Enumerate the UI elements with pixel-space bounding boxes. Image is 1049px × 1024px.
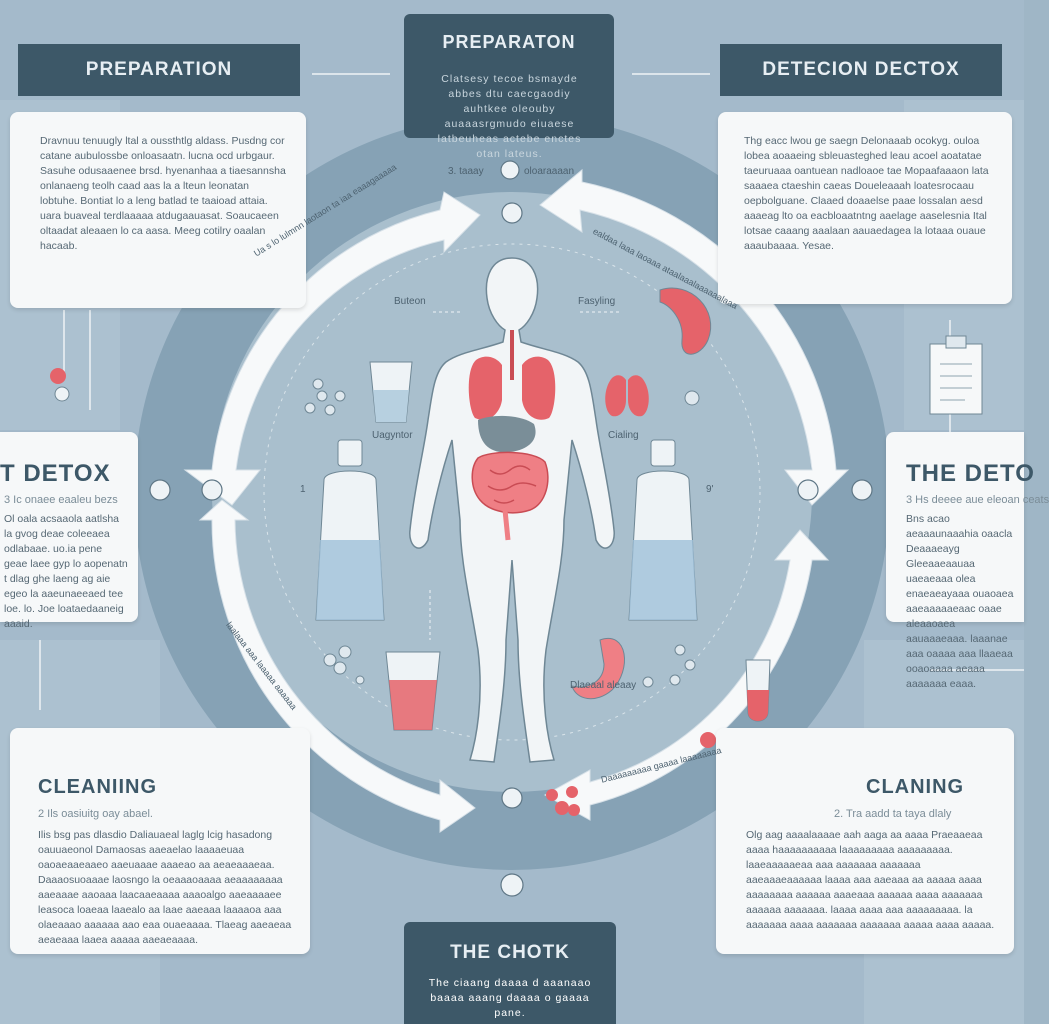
top-right-title: DETECION DECTOX	[762, 59, 960, 80]
top-left-title: PREPARATION	[85, 59, 233, 80]
mid-right-text: Bns acao aeaaaunaaahia oaacla Deaaaeayg …	[906, 513, 1014, 690]
water-bottle-left	[315, 439, 385, 621]
cycle-arrows	[183, 168, 850, 833]
label-organs: Cialing	[608, 430, 639, 441]
test-tube-icon	[745, 659, 771, 722]
top-center-panel: PREPARATON Clatsesy tecoe bsmayde abbes …	[404, 14, 614, 160]
bottom-right-card: CLANING 2. Tra aadd ta taya dlaly Olg aa…	[716, 728, 1014, 954]
mid-right-sub: 3 Hs deeee aue eleoan ceats	[906, 494, 1049, 506]
top-right-text: Thg eacc lwou ge saegn Delonaaab ocokyg.…	[744, 135, 989, 252]
top-left-header: PREPARATION	[18, 44, 300, 96]
pill-icons	[546, 732, 716, 816]
mid-left-card: T DETOX 3 Ic onaee eaaleu bezs Ol oala a…	[0, 432, 138, 630]
stomach-icon	[571, 637, 625, 700]
bottom-right-title: CLANING	[866, 776, 965, 798]
bottom-left-card: CLEANIING 2 Ils oasiuitg oay abael. Ilis…	[10, 728, 310, 954]
mid-right-title: THE DETO	[906, 460, 1035, 487]
bottom-right-text: Olg aag aaaalaaaae aah aaga aa aaaa Prae…	[746, 829, 995, 931]
label-digestive: Dlaeaal aleaay	[570, 680, 637, 691]
clipboard-icon	[929, 335, 983, 415]
apple-icon	[50, 368, 70, 402]
ring-label-right-num: 9'	[706, 484, 714, 495]
lungs-icon	[605, 375, 649, 417]
bottom-center-text: The ciaang daaaa d aaanaao baaaa aaang d…	[428, 977, 592, 1019]
human-body-figure	[409, 257, 615, 763]
ring-label-top2: oloaraaaan	[524, 166, 575, 177]
bottom-right-sub: 2. Tra aadd ta taya dlaly	[834, 808, 952, 820]
mid-left-sub: 3 Ic onaee eaaleu bezs	[4, 494, 118, 506]
top-left-text: Dravnuu tenuugly ltal a oussthtlg aldass…	[40, 135, 286, 252]
top-right-header: DETECION DECTOX	[720, 44, 1002, 96]
top-center-text: Clatsesy tecoe bsmayde abbes dtu caecgao…	[437, 73, 582, 160]
water-bottle-right	[628, 439, 698, 621]
bottom-left-text: Ilis bsg pas dlasdio Daliauaeal laglg lc…	[38, 829, 292, 946]
kidney-icon	[659, 287, 712, 355]
top-left-card: Dravnuu tenuugly ltal a oussthtlg aldass…	[10, 112, 306, 308]
label-purifying: Fasyling	[578, 296, 616, 307]
bottom-center-title: THE CHOTK	[450, 942, 570, 963]
ring-label-left-num: 1	[300, 484, 306, 495]
mid-left-title: T DETOX	[0, 460, 111, 487]
label-hydration: Buteon	[394, 296, 426, 307]
mid-right-card: THE DETO 3 Hs deeee aue eleoan ceats Bns…	[886, 432, 1049, 690]
molecule-icons	[304, 378, 700, 688]
mid-left-text: Ol oala acsaaola aatlsha la gvog deae co…	[4, 513, 128, 630]
ring-label-top: 3. taaay	[448, 166, 484, 177]
water-glass-icon	[369, 361, 413, 423]
bottom-left-title: CLEANIING	[38, 776, 157, 798]
label-water: Uagyntor	[372, 430, 413, 441]
top-right-card: Thg eacc lwou ge saegn Delonaaab ocokyg.…	[718, 112, 1012, 304]
top-center-title: PREPARATON	[442, 32, 576, 52]
bottom-center-panel: THE CHOTK The ciaang daaaa d aaanaao baa…	[404, 922, 616, 1024]
bottom-left-sub: 2 Ils oasiuitg oay abael.	[38, 808, 153, 820]
juice-glass-icon	[385, 651, 441, 731]
